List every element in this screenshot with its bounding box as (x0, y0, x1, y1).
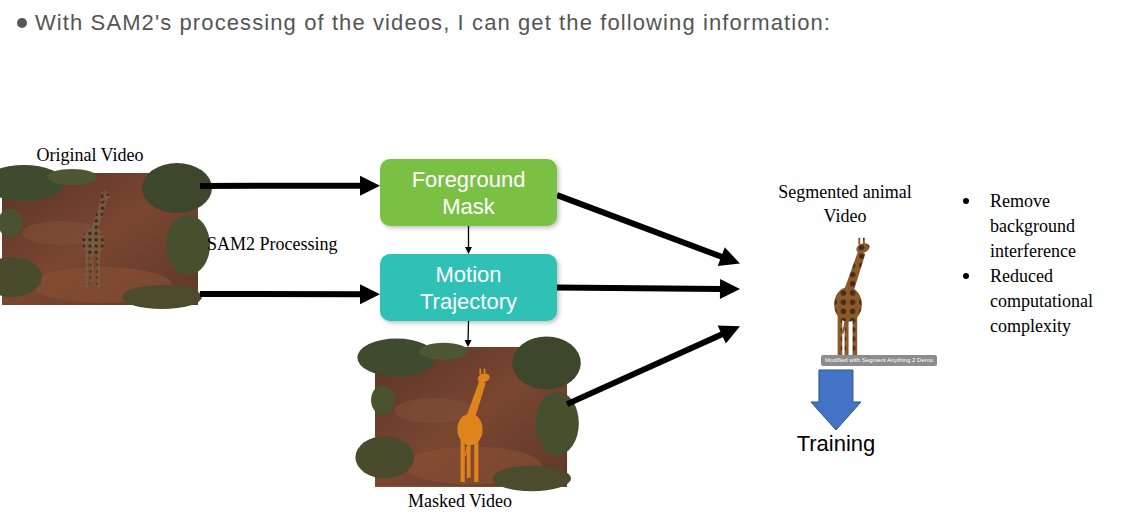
arrow-line (200, 183, 361, 189)
process-box: Motion Trajectory (380, 254, 557, 321)
arrow-head (465, 247, 472, 254)
label-wrap: Reduced computational complexity (990, 264, 1115, 339)
step-text: Training (797, 430, 876, 458)
segmented-animal-image (834, 238, 871, 362)
process-label: SAM2 Processing (207, 232, 338, 256)
title-wrap: With SAM2's processing of the videos, I … (35, 9, 831, 37)
connector (200, 284, 380, 304)
arrow-head (360, 284, 380, 304)
arrow-head (465, 340, 472, 347)
connector (465, 226, 472, 254)
connector (557, 195, 740, 266)
block-arrow (811, 370, 861, 430)
watermark: Modified with Segment Anything 2 Demo (821, 355, 937, 366)
box-label: Foreground Mask (394, 166, 544, 220)
bullet-item: Reduced computational complexity (990, 264, 1115, 339)
panel-heading: Original Video (0, 143, 180, 167)
process-box: Foreground Mask (380, 159, 557, 226)
arrow-line (557, 288, 721, 289)
step-label: Training (797, 430, 876, 458)
connector (200, 176, 380, 196)
video-panel: Masked Video (375, 347, 567, 515)
video-panel: Original Video (0, 143, 200, 308)
connector (811, 370, 861, 430)
bullet-dot (17, 18, 27, 28)
arrow-line (468, 226, 469, 248)
bullet-item: Remove background interference (990, 189, 1115, 264)
panel-caption: Masked Video (375, 489, 545, 513)
label-wrap: SAM2 Processing (207, 232, 338, 256)
masked-video-image (355, 336, 580, 491)
label-wrap: Modified with Segment Anything 2 Demo (821, 355, 937, 366)
arrow-head (360, 176, 380, 196)
arrow-head (720, 279, 740, 299)
connector (567, 325, 740, 404)
arrow-head (718, 247, 740, 266)
arrow-line (557, 195, 722, 257)
bullet-dot (963, 273, 969, 279)
bullet-dot (963, 198, 969, 204)
arrow-line (200, 291, 361, 297)
video-panel: Segmented animal Video (740, 180, 945, 370)
connector (557, 279, 740, 299)
panel-heading: Segmented animal Video (765, 180, 925, 228)
original-video-image (0, 163, 212, 309)
label-wrap: Remove background interference (990, 189, 1115, 264)
slide-title: With SAM2's processing of the videos, I … (35, 9, 831, 37)
arrow-head (718, 325, 740, 343)
connector (465, 321, 472, 347)
box-label: Motion Trajectory (394, 261, 544, 315)
arrow-line (567, 334, 723, 404)
arrow-line (467, 321, 469, 341)
